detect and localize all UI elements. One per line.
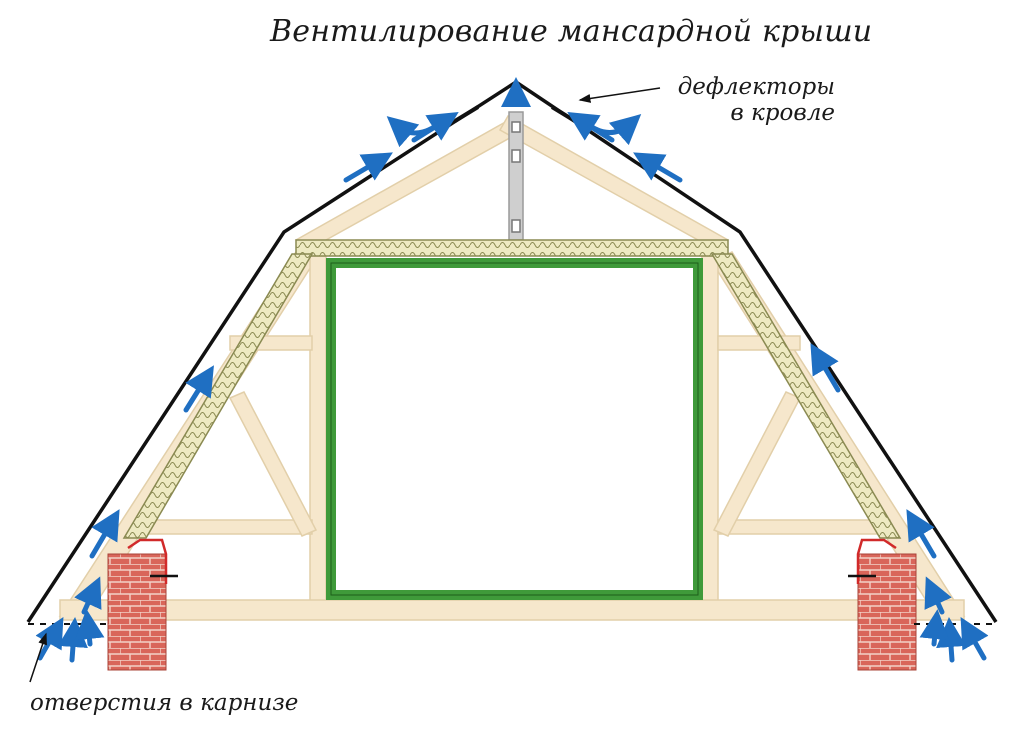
ceiling-insulation [295,239,729,257]
left-upper-rafter [294,114,526,251]
right-slope-insulation [710,253,902,539]
deflectors-label-line1: дефлекторы [677,74,835,100]
brick-walls [107,553,917,671]
deflectors-label: дефлекторы в кровле [655,74,835,126]
eaves-pointer [29,632,47,683]
right-post [701,255,719,607]
right-lower-brace [717,519,891,535]
left-lower-brace [139,519,313,535]
left-slope-insulation [122,253,314,539]
airflow-arrows [35,77,989,663]
diagram-title: Вентилирование мансардной крыши [270,14,873,49]
insulation [122,239,902,539]
right-diagonal [712,391,802,537]
attic-wall-frame [326,258,703,600]
left-brick-wall [107,553,167,671]
left-post [309,255,327,607]
flashing [127,538,897,584]
exhaust-arrows [386,114,642,148]
deflectors-label-line2: в кровле [730,100,835,126]
floor-beam [59,599,965,621]
right-brick-wall [857,553,917,671]
left-diagonal [228,391,318,537]
deflector-pointer [578,87,661,103]
right-upper-rafter [498,114,730,251]
eaves-openings-label: отверстия в карнизе [30,690,299,716]
